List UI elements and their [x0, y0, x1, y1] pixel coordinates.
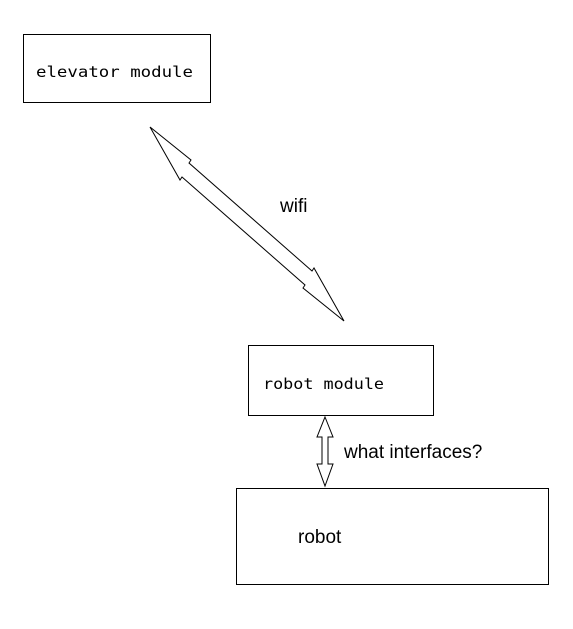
wifi-arrow — [149, 126, 345, 322]
elevator-module-box — [23, 34, 211, 103]
elevator-module-label: elevator module — [36, 63, 193, 81]
robot-box — [236, 488, 549, 585]
interfaces-arrow — [316, 415, 334, 488]
robot-label: robot — [298, 527, 342, 548]
interfaces-label: what interfaces? — [343, 442, 482, 463]
robot-module-label: robot module — [263, 375, 384, 393]
wifi-label: wifi — [279, 196, 307, 217]
robot-module-box — [248, 345, 434, 416]
